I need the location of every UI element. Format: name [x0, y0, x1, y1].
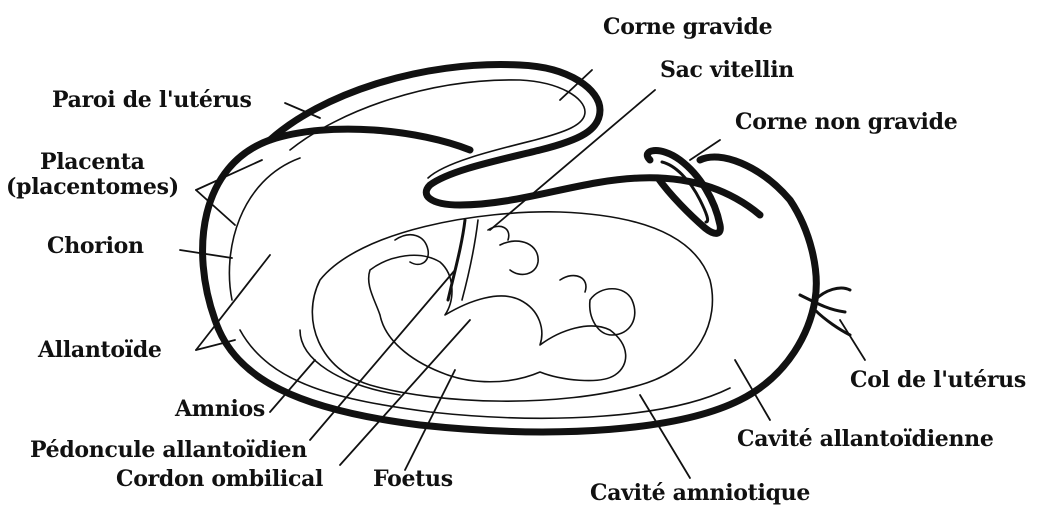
leader-cavite-allantoidienne: [735, 360, 770, 420]
label-chorion: Chorion: [47, 234, 144, 258]
leader-col: [840, 320, 865, 360]
gravid-horn-outer: [270, 65, 760, 215]
label-corne-non-gravide: Corne non gravide: [735, 110, 957, 134]
leader-cordon: [340, 320, 470, 465]
label-allantoide: Allantoïde: [38, 338, 162, 362]
label-foetus: Foetus: [373, 467, 453, 491]
label-cordon-ombilical: Cordon ombilical: [116, 467, 323, 491]
label-cavite-amniotique: Cavité amniotique: [590, 481, 810, 505]
leader-sac-vitellin: [490, 90, 655, 230]
amnion-inner: [300, 330, 400, 395]
label-col-uterus: Col de l'utérus: [850, 368, 1026, 392]
chorion-line: [229, 158, 300, 300]
label-sac-vitellin: Sac vitellin: [660, 58, 794, 82]
foetus-limb-3: [560, 276, 586, 292]
label-paroi-uterus: Paroi de l'utérus: [52, 88, 252, 112]
label-amnios: Amnios: [175, 397, 265, 421]
foetus-limb-1: [395, 235, 428, 265]
foetus-head: [590, 289, 635, 335]
foetus-outline: [369, 255, 626, 381]
label-cavite-allantoidienne: Cavité allantoïdienne: [737, 427, 994, 451]
non-gravid-horn: [647, 151, 720, 234]
uterus-wall: [203, 129, 817, 432]
foetus-limb-2: [500, 241, 538, 274]
label-pedoncule-allantoidien: Pédoncule allantoïdien: [30, 438, 307, 462]
label-placentomes: (placentomes): [6, 175, 179, 199]
label-corne-gravide: Corne gravide: [603, 15, 772, 39]
label-placenta: Placenta: [40, 150, 145, 174]
umbilical-cord: [448, 220, 465, 300]
leader-cavite-amniotique: [640, 395, 690, 478]
